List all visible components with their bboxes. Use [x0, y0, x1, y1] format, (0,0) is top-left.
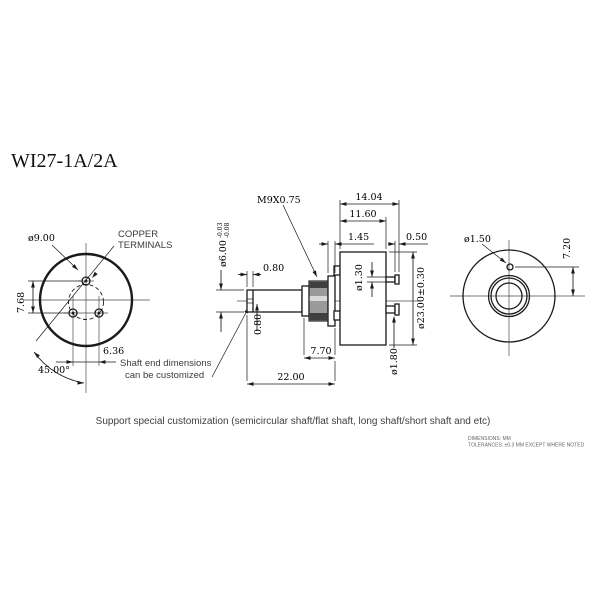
dim-front-diameter: ø9.00 [28, 233, 79, 271]
rear-bushing-inner [490, 277, 528, 315]
body-width-dim: 11.60 [349, 209, 376, 220]
shaft [246, 289, 303, 313]
total-width-dim: 14.04 [355, 192, 382, 203]
shaft-note-line1: Shaft end dimensions [120, 358, 212, 369]
terminal-pin-bottom [385, 303, 400, 316]
pin-cap-dim: 0.50 [406, 232, 427, 243]
shaft-tol-upper: -0.03 [217, 222, 224, 238]
dim-body-diameter: ø23.00±0.30 [389, 251, 427, 346]
rear-hole-offset-dim: 7.20 [562, 238, 573, 259]
side-view: M9X0.75 14.04 11.60 1.45 [216, 192, 428, 386]
dim-hole-diameter: ø1.50 [464, 234, 507, 264]
shaft-collar [301, 285, 310, 317]
shaft-length-dim: 22.00 [277, 372, 304, 383]
dim-thread: M9X0.75 [257, 195, 318, 278]
dim-body-width: 11.60 [340, 209, 387, 249]
threaded-bushing [308, 280, 329, 322]
dim-total-width: 14.04 [339, 192, 400, 272]
front-dim-angle: 45.00° [38, 365, 70, 376]
rear-hole-dia-label: ø1.50 [464, 234, 491, 245]
slot-depth-dim: 0.80 [263, 263, 284, 274]
rear-view: ø1.50 7.20 [450, 234, 585, 356]
spec-dimensions: DIMENSIONS: MM [468, 436, 511, 442]
body-housing [339, 251, 387, 346]
terminal-lower-left [68, 308, 78, 318]
flange-tab-bottom [333, 310, 341, 321]
shaft-dia-dim: ø6.00 [218, 240, 229, 267]
bushing-length-dim: 7.70 [310, 346, 331, 357]
front-dim-vertical: 7.68 [16, 292, 27, 313]
dim-lug-diameter: ø1.80 [389, 316, 400, 375]
slot-width-dim: 0.80 [253, 314, 264, 335]
terminal-pin-top [385, 274, 400, 285]
mounting-flange [327, 275, 336, 327]
footer-note: Support special customization (semicircu… [96, 416, 491, 427]
shaft-note-callout: Shaft end dimensions can be customized [120, 306, 250, 381]
rear-locating-hole [506, 263, 514, 271]
pin-dia-dim: ø1.30 [354, 264, 365, 291]
copper-terminals-callout: COPPER TERMINALS [35, 229, 172, 342]
terminal-lower-right [94, 308, 104, 318]
dim-terminal-horizontal-spacing: 6.36 [56, 346, 124, 364]
dim-pin-cap: 0.50 [388, 232, 428, 272]
dim-terminal-angle: 45.00° [33, 351, 85, 385]
leader-arrow [92, 271, 98, 278]
dim-pin-diameter: ø1.30 [354, 262, 386, 297]
body-outline-circle [38, 252, 134, 348]
dim-hole-offset: 7.20 [515, 238, 579, 296]
front-dim-horizontal: 6.36 [103, 346, 124, 357]
shaft-tol-lower: -0.08 [224, 222, 231, 238]
flange-dim: 1.45 [348, 232, 369, 243]
dim-terminal-vertical-spacing: 7.68 [16, 280, 81, 314]
copper-terminals-label-line1: COPPER [118, 229, 158, 240]
page-title: WI27-1A/2A [11, 150, 118, 172]
dim-flange-thickness: 1.45 [319, 232, 374, 273]
spec-tolerances: TOLERANCES: ±0.3 MM EXCEPT WHERE NOTED [468, 443, 585, 449]
dim-slot-width: 0.80 [253, 304, 264, 335]
terminal-top [81, 276, 91, 286]
front-centerlines [24, 243, 150, 393]
shaft-note-line2: can be customized [125, 370, 204, 381]
dim-slot-depth: 0.80 [238, 263, 284, 287]
rear-body-circle [462, 249, 556, 343]
dim-shaft-length: 22.00 [246, 315, 336, 386]
copper-terminals-label-line2: TERMINALS [118, 240, 172, 251]
dim-bushing-length: 7.70 [303, 318, 336, 360]
dim-shaft-diameter: ø6.00 -0.03 -0.08 [216, 222, 244, 332]
thread-label: M9X0.75 [257, 195, 301, 206]
rear-centerlines [450, 240, 585, 356]
body-dia-dim: ø23.00±0.30 [416, 267, 427, 329]
lug-dia-dim: ø1.80 [389, 348, 400, 375]
rear-bushing-outer [487, 274, 531, 318]
front-view: COPPER TERMINALS ø9.00 7.68 6.36 [16, 229, 250, 393]
rear-shaft-bore [495, 282, 523, 310]
front-dia-label: ø9.00 [28, 233, 55, 244]
